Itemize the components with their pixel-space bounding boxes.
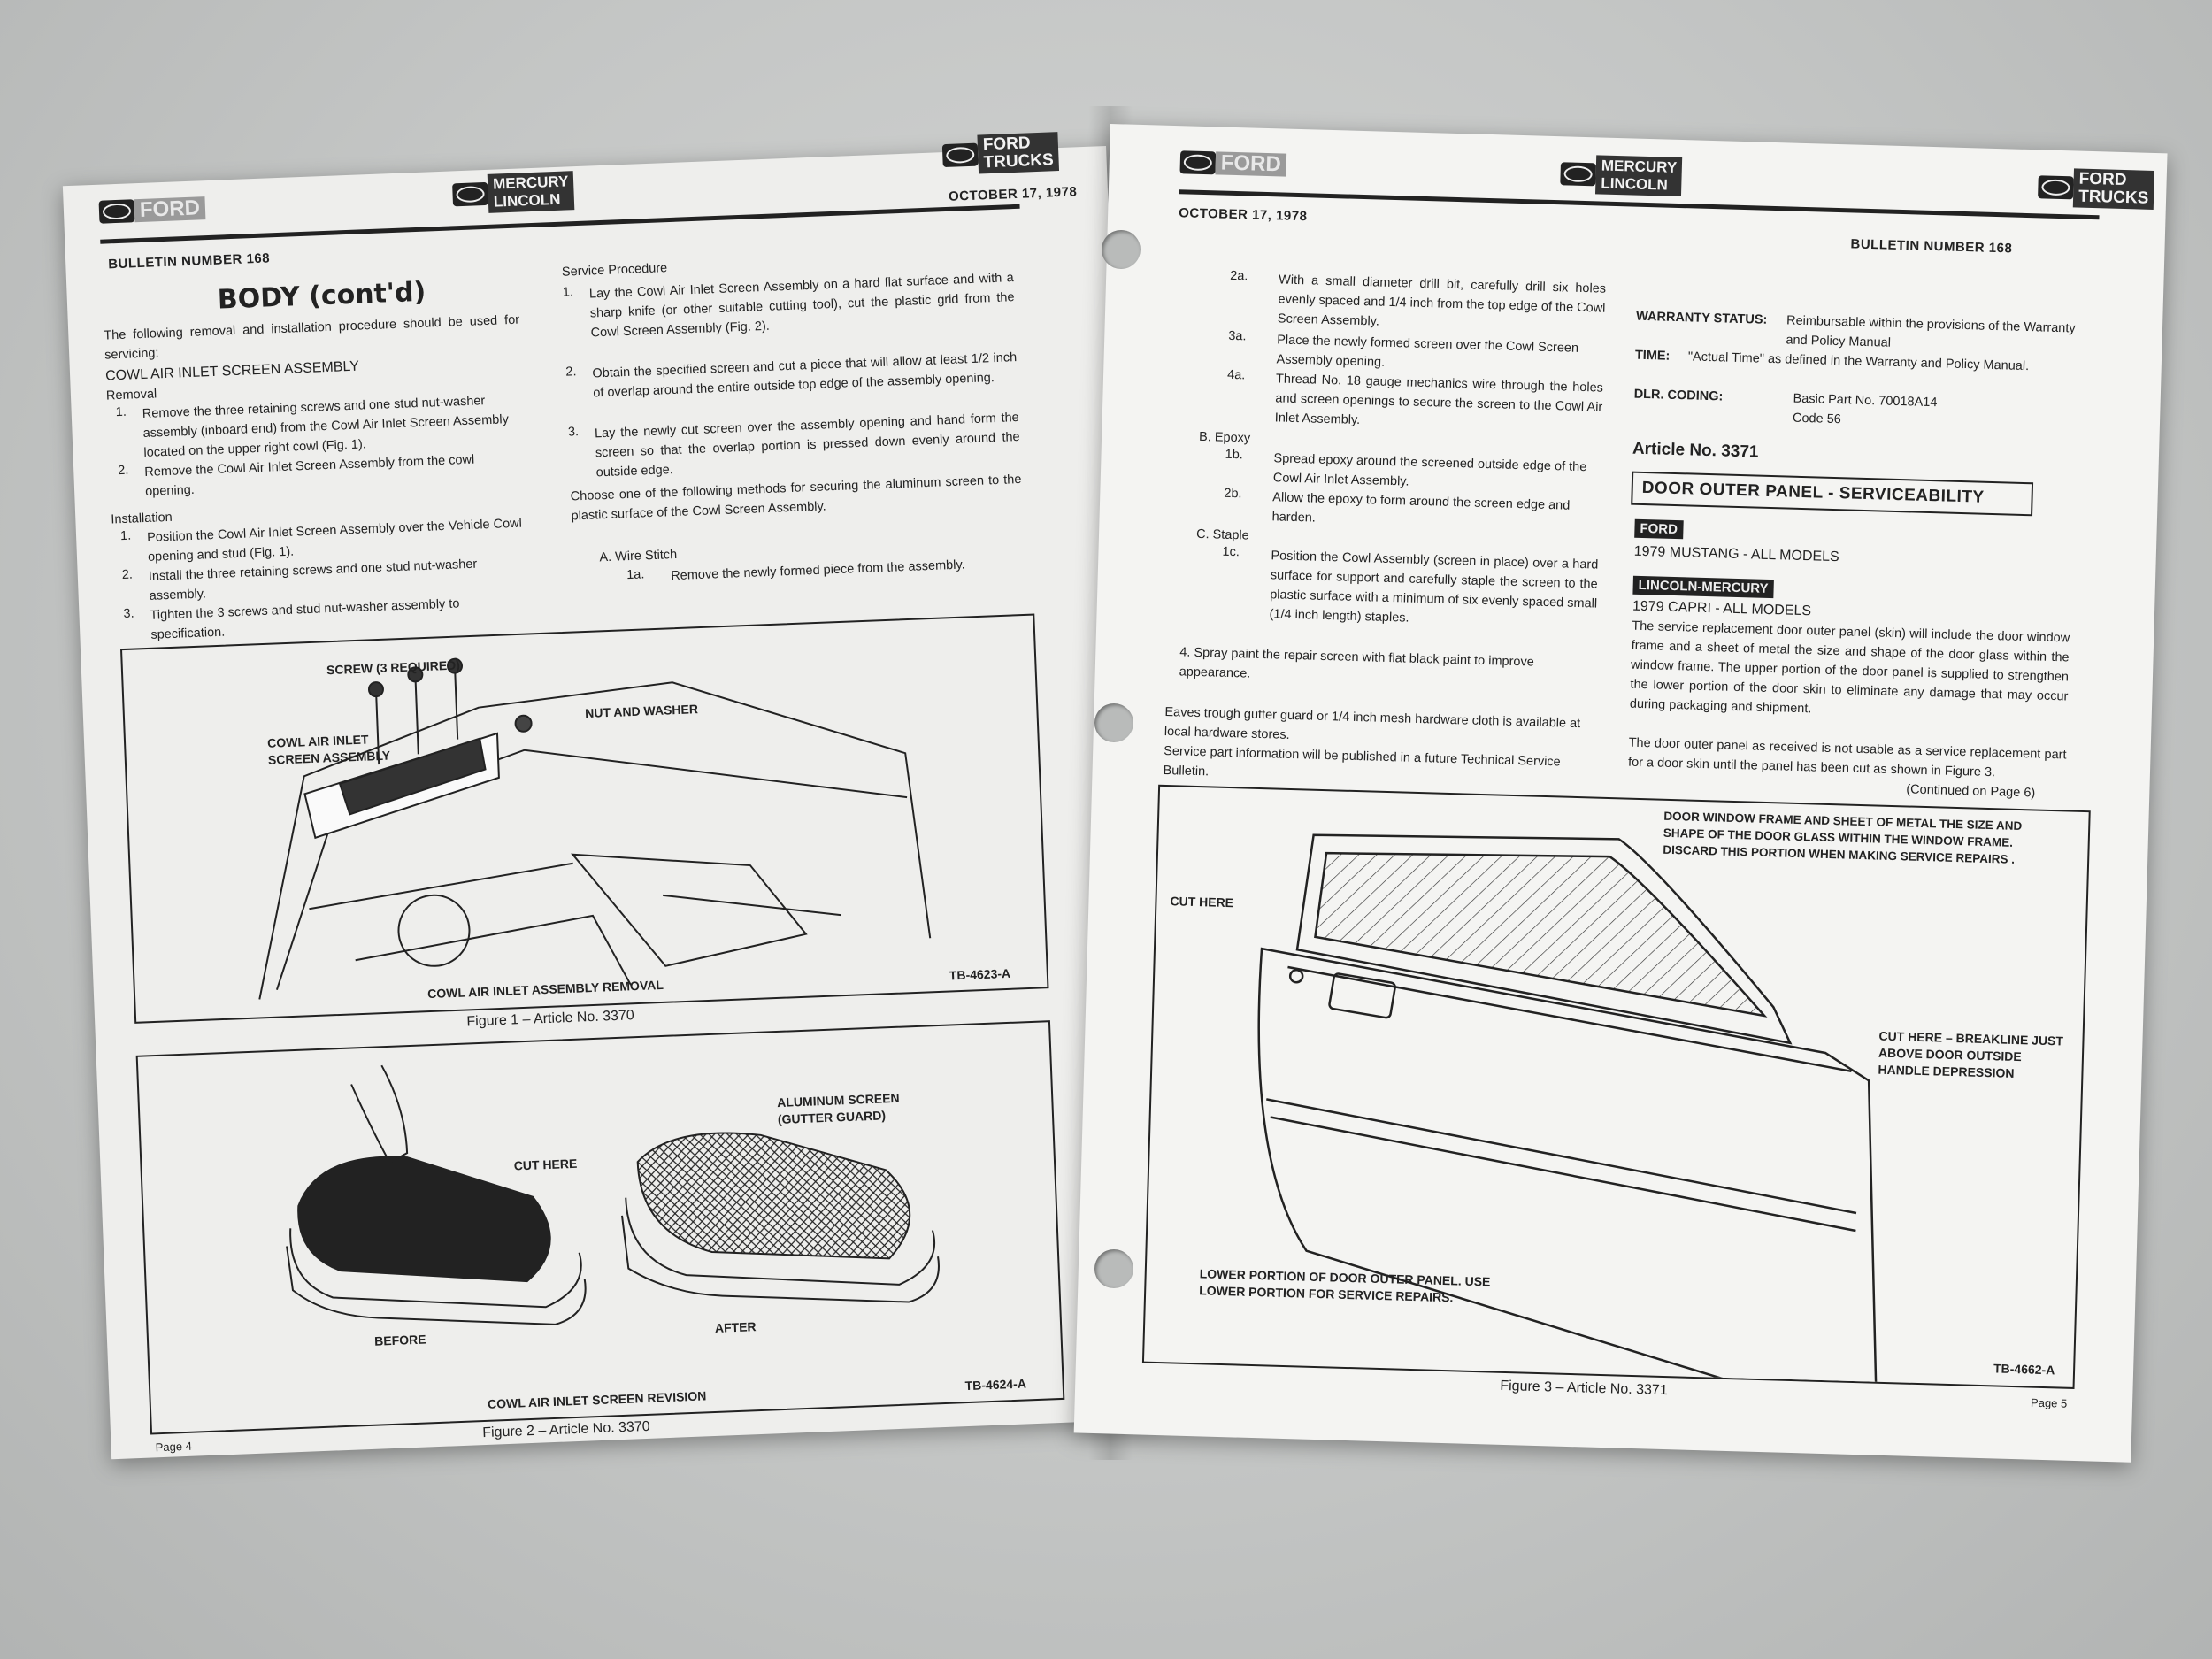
ford-logo: FORD	[1179, 150, 1287, 177]
installation-heading: Installation	[111, 510, 173, 527]
figure-1: SCREW (3 REQUIRED) COWL AIR INLET SCREEN…	[119, 613, 1049, 1024]
cowl-callout: COWL AIR INLET SCREEN ASSEMBLY	[266, 732, 391, 767]
date: OCTOBER 17, 1978	[948, 184, 1078, 204]
figure-1-caption: Figure 1 – Article No. 3370	[466, 1008, 635, 1030]
continued-note: (Continued on Page 6)	[1906, 782, 2036, 801]
after-label: AFTER	[714, 1319, 757, 1335]
time-label: TIME:	[1634, 348, 1671, 364]
service-item-2: Obtain the specified screen and cut a pi…	[592, 350, 1018, 401]
figure-2: ALUMINUM SCREEN (GUTTER GUARD) CUT HERE …	[135, 1020, 1065, 1435]
figure-2-caption: Figure 2 – Article No. 3370	[481, 1418, 650, 1441]
warranty-label: WARRANTY STATUS:	[1635, 309, 1768, 327]
dlr-coding-label: DLR. CODING:	[1633, 387, 1724, 404]
intro-text: The following removal and installation p…	[104, 312, 520, 363]
step-4: 4. Spray paint the repair screen with fl…	[1179, 645, 1534, 681]
section-title: BODY (cont'd)	[217, 276, 426, 316]
figure-3-caption: Figure 3 – Article No. 3371	[1500, 1378, 1668, 1399]
wire-stitch-heading: A. Wire Stitch	[599, 547, 678, 565]
aluminum-screen-callout: ALUMINUM SCREEN (GUTTER GUARD)	[776, 1090, 900, 1127]
mustang-models: 1979 MUSTANG - ALL MODELS	[1633, 543, 1839, 565]
figure-2-code: TB-4624-A	[964, 1376, 1027, 1394]
binder-hole-top	[1102, 230, 1141, 269]
article-number: Article No. 3371	[1632, 439, 1759, 462]
door-panel-title-box: DOOR OUTER PANEL - SERVICEABILITY	[1631, 471, 2034, 517]
step-1c: Position the Cowl Assembly (screen in pl…	[1269, 549, 1599, 626]
figure-3-code: TB-4662-A	[1993, 1361, 2055, 1378]
page-number-right: Page 5	[2030, 1395, 2068, 1410]
cut-here-callout: CUT HERE	[1170, 894, 1234, 910]
cowl-removal-illustration	[258, 657, 932, 1000]
step-2a: With a small diameter drill bit, careful…	[1277, 273, 1607, 329]
removal-heading: Removal	[105, 387, 157, 403]
page-number-left: Page 4	[155, 1439, 193, 1455]
dlr-coding-code: Code 56	[1792, 411, 1842, 427]
binder-hole-bottom	[1094, 1249, 1133, 1288]
door-panel-illustration	[1257, 833, 1878, 1387]
before-label: BEFORE	[373, 1332, 426, 1348]
screen-revision-illustration	[286, 1064, 940, 1325]
cut-here-callout: CUT HERE	[513, 1156, 578, 1173]
figure-1-code: TB-4623-A	[949, 965, 1011, 983]
service-item-1: Lay the Cowl Air Inlet Screen Assembly o…	[588, 271, 1015, 341]
step-4a: Thread No. 18 gauge mechanics wire throu…	[1274, 372, 1604, 428]
description-paragraph-1: The service replacement door outer panel…	[1629, 618, 2070, 717]
date: OCTOBER 17, 1978	[1178, 205, 1308, 225]
description-paragraph-2: The door outer panel as received is not …	[1627, 735, 2067, 780]
binder-hole-middle	[1094, 703, 1133, 742]
ford-logo: FORD	[98, 196, 206, 224]
staple-heading: C. Staple	[1195, 526, 1249, 543]
ford-tag: FORD	[1634, 518, 1684, 540]
figure-3: DOOR WINDOW FRAME AND SHEET OF METAL THE…	[1141, 784, 2091, 1389]
wire-stitch-step-1a: Remove the newly formed piece from the a…	[670, 557, 965, 584]
bulletin-number: BULLETIN NUMBER 168	[1850, 236, 2013, 257]
bulletin-number: BULLETIN NUMBER 168	[107, 250, 271, 273]
lincoln-mercury-tag: LINCOLN-MERCURY	[1632, 575, 1774, 599]
service-heading: Service Procedure	[561, 261, 668, 280]
epoxy-heading: B. Epoxy	[1198, 429, 1251, 446]
breakline-callout: CUT HERE – BREAKLINE JUST ABOVE DOOR OUT…	[1878, 1028, 2064, 1080]
step-2b: Allow the epoxy to form around the scree…	[1271, 490, 1571, 526]
